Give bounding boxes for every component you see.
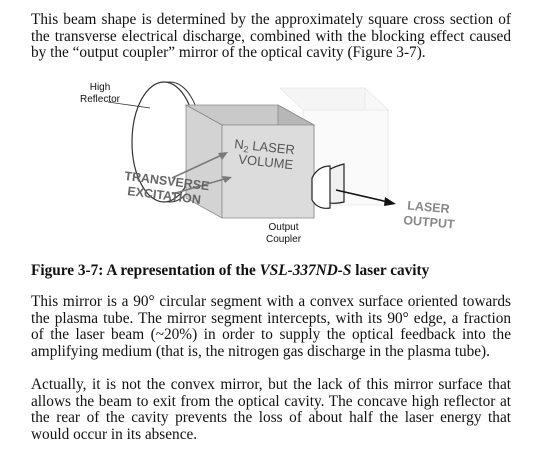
paragraph-mirror-segment: This mirror is a 90° circular segment wi… — [31, 293, 511, 360]
volume-label-line1: N2 LASER — [234, 136, 296, 159]
excitation-arrows — [171, 152, 232, 195]
paragraph-mirror-segment-a: This mirror is a 90° circular segment wi… — [31, 293, 511, 344]
output-coupler-label-line2: Coupler — [266, 234, 302, 245]
caption-model: VSL-337ND-S — [259, 262, 352, 279]
figure-caption: Figure 3-7: A representation of the VSL-… — [31, 262, 429, 280]
output-coupler-label: Output Coupler — [266, 222, 301, 246]
laser-cavity-diagram: N2 LASER VOLUME TRANSVERSE EXCITATION — [107, 81, 456, 232]
paragraph-convex-mirror: Actually, it is not the convex mirror, b… — [31, 376, 511, 443]
high-reflector-label: High Reflector — [80, 82, 120, 106]
output-coupler-label-line1: Output — [268, 222, 299, 233]
paragraph-beam-shape: This beam shape is determined by the app… — [31, 11, 511, 62]
output-beam-arrow — [335, 189, 396, 206]
paragraph-mirror-segment-b: ) in order to supply the optical feedbac… — [31, 326, 511, 360]
high-reflector-label-line2: Reflector — [80, 94, 121, 105]
output-coupler-mirror — [311, 163, 345, 209]
laser-volume-box: N2 LASER VOLUME — [184, 104, 316, 219]
laser-output-label-line2: OUTPUT — [403, 213, 456, 231]
high-reflector-label-line1: High — [89, 82, 111, 93]
laser-cavity-figure: N2 LASER VOLUME TRANSVERSE EXCITATION — [0, 70, 537, 255]
laser-output-label-line1: LASER — [407, 198, 450, 216]
caption-suffix: laser cavity — [351, 262, 430, 279]
volume-label-line2: VOLUME — [238, 152, 294, 173]
caption-prefix: Figure 3-7: A representation of the — [31, 262, 260, 279]
